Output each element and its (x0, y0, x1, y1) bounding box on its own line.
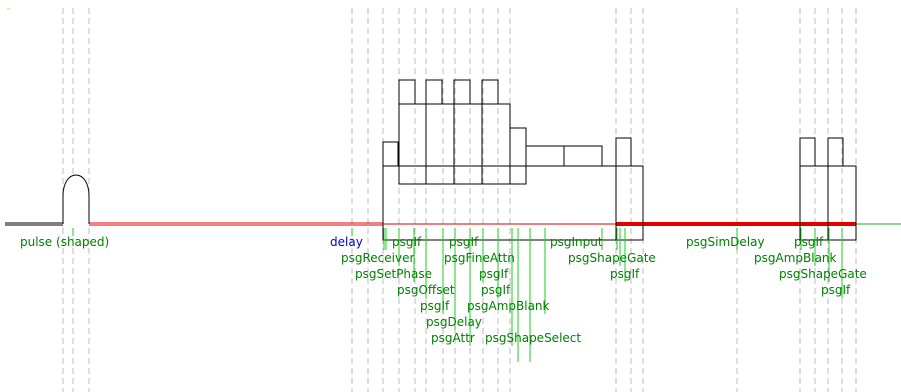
label-psgif-5: psgIf (610, 267, 640, 281)
event-labels: pulse (shaped) delay psgIf psgIf psgInpu… (20, 235, 867, 345)
label-psgreceiver: psgReceiver (341, 251, 414, 265)
label-delay: delay (330, 235, 363, 249)
main-event-block (382, 165, 617, 241)
label-psgshapegate-2: psgShapeGate (779, 267, 867, 281)
label-psgoffset: psgOffset (397, 283, 455, 297)
event-markers (72, 228, 843, 362)
label-psgif-4: psgIf (479, 267, 509, 281)
label-psgif-2: psgIf (449, 235, 479, 249)
label-psgif-7: psgIf (821, 283, 851, 297)
label-psgif-6: psgIf (481, 283, 511, 297)
timeline-red (89, 222, 856, 226)
label-pulse: pulse (shaped) (20, 235, 109, 249)
event-blocks (382, 79, 857, 241)
baseline (5, 222, 901, 226)
label-psgampblank-2: psgAmpBlank (754, 251, 837, 265)
label-psgampblank-1: psgAmpBlank (467, 299, 550, 313)
label-psgif-3: psgIf (794, 235, 824, 249)
label-psgshapeselect: psgShapeSelect (485, 331, 581, 345)
label-psgsetphase: psgSetPhase (355, 267, 432, 281)
label-psgif-1: psgIf (392, 235, 422, 249)
label-psgfineattn: psgFineAttn (444, 251, 515, 265)
label-psgif-8: psgIf (420, 299, 450, 313)
label-psgsimdelay: psgSimDelay (686, 235, 765, 249)
label-psgdelay: psgDelay (426, 315, 482, 329)
label-psgattr: psgAttr (431, 331, 475, 345)
shaped-pulse (62, 174, 90, 224)
label-psginput: psgInput (550, 235, 603, 249)
label-psgshapegate-1: psgShapeGate (568, 251, 656, 265)
